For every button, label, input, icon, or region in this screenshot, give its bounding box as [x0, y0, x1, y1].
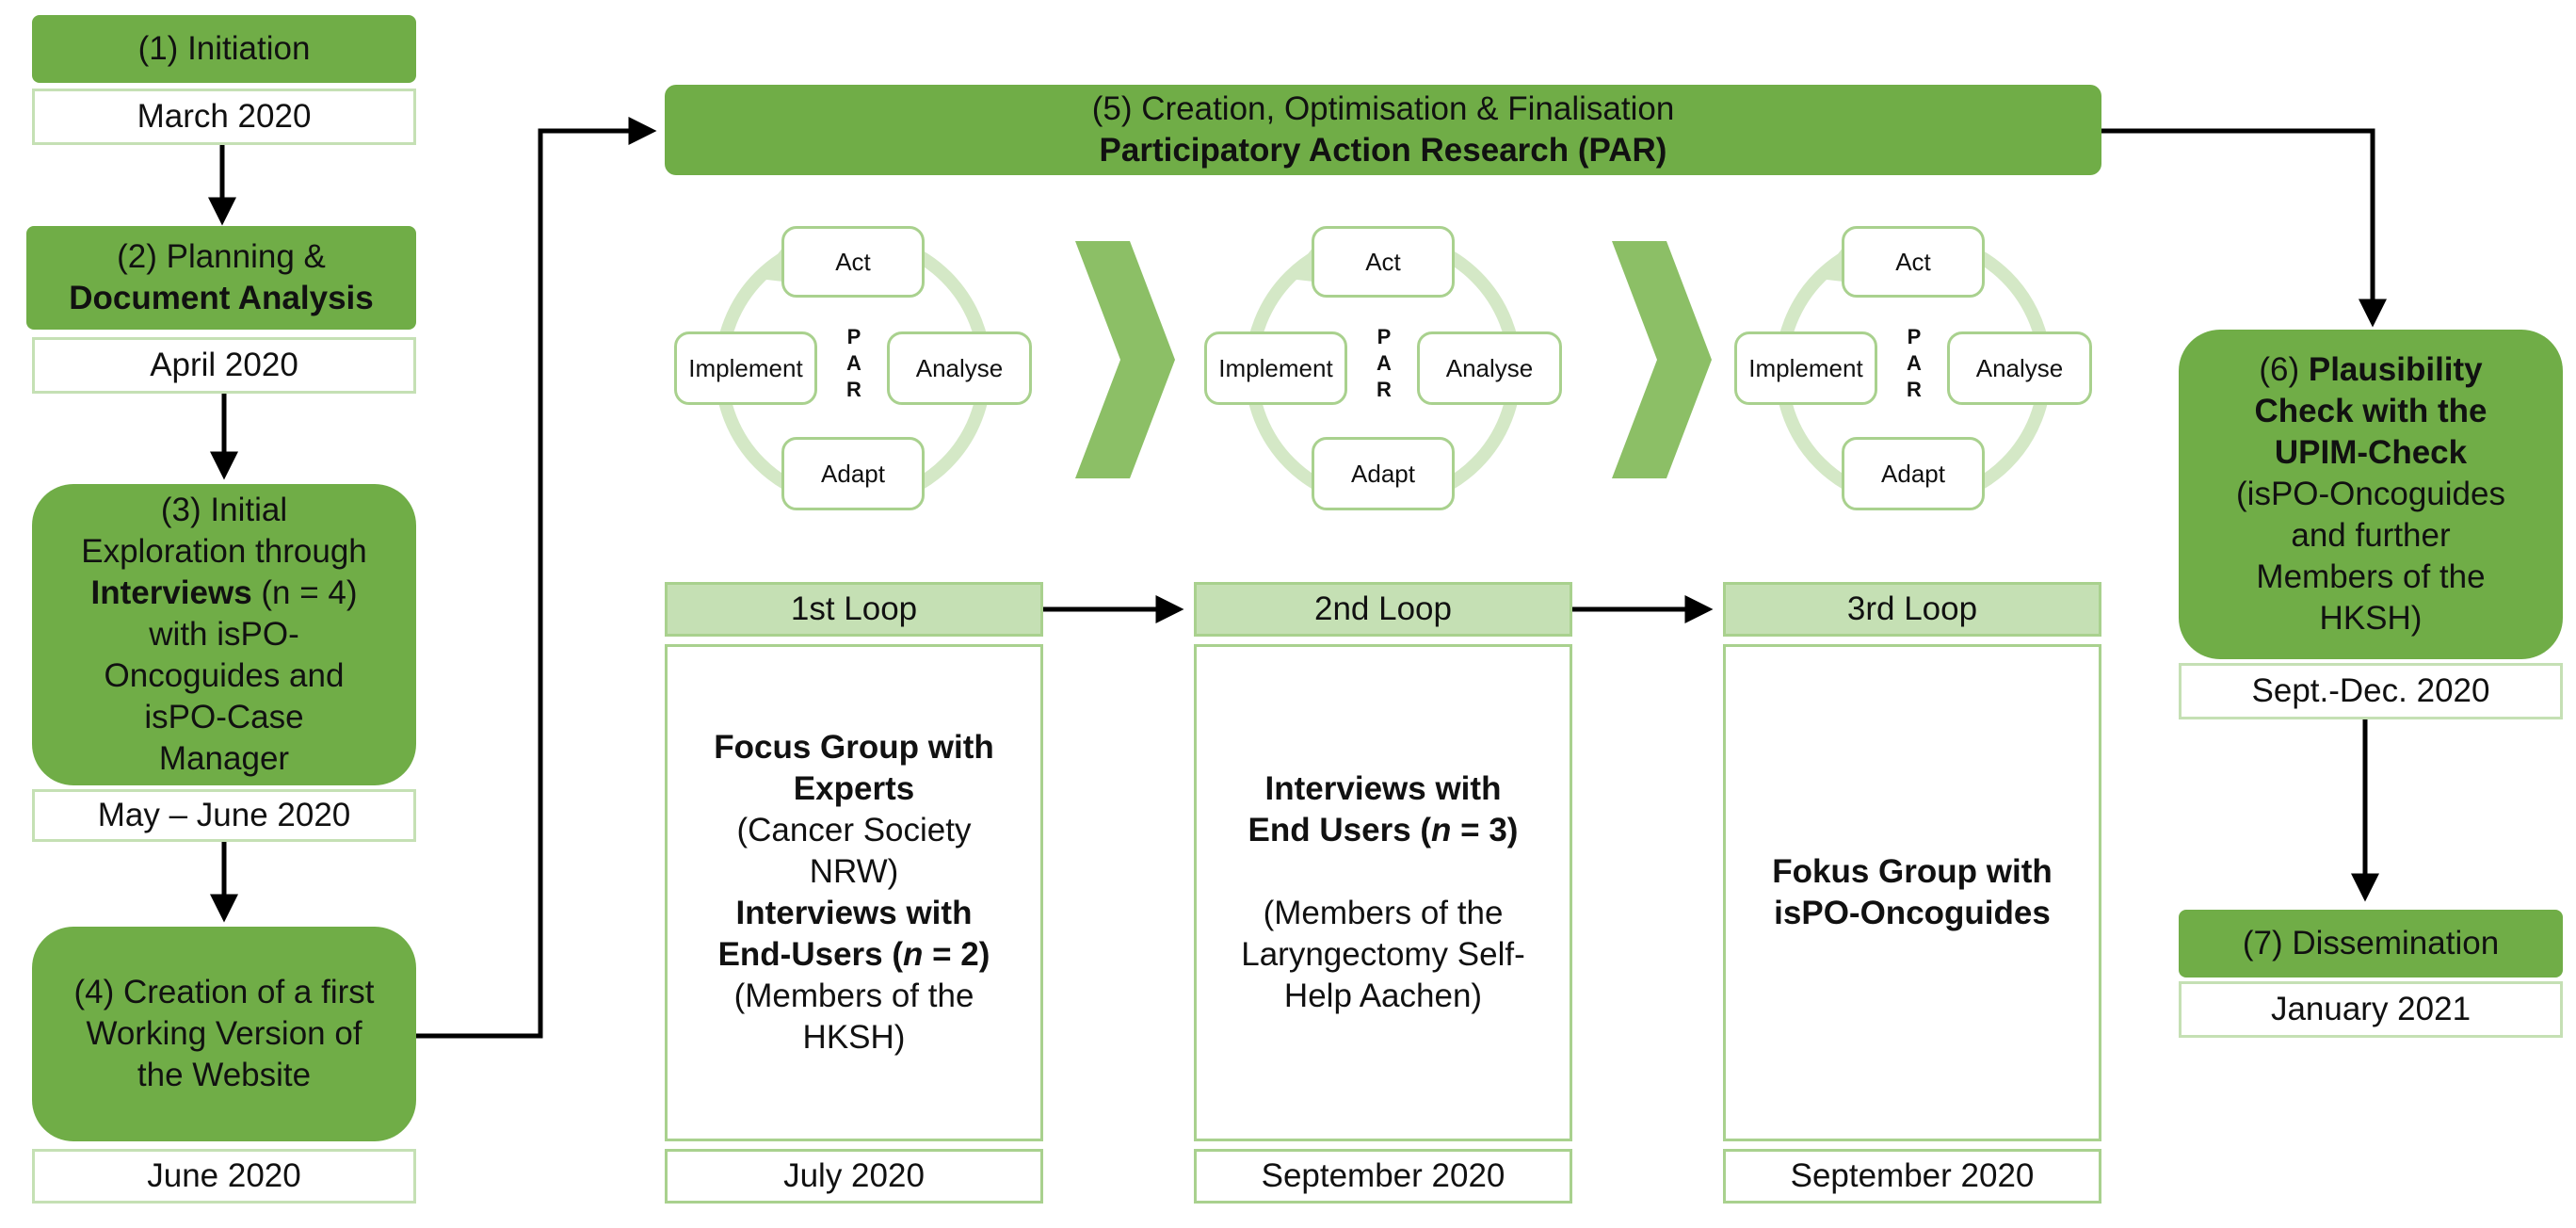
cycle1-par: P A R: [840, 324, 868, 403]
arrow-5-to-6: [2101, 128, 2387, 328]
loop2-body: Interviews with End Users (n = 3) (Membe…: [1194, 644, 1572, 1141]
loop1-body: Focus Group with Experts (Cancer Society…: [665, 644, 1043, 1141]
step3-box: (3) Initial Exploration through Intervie…: [32, 484, 416, 785]
step3-date: May – June 2020: [32, 789, 416, 842]
step1-box: (1) Initiation: [32, 15, 416, 83]
step4-date: June 2020: [32, 1149, 416, 1204]
cycle3-par: P A R: [1900, 324, 1928, 403]
loop2-line1: Interviews with: [1264, 770, 1502, 807]
cycle1-adapt: Adapt: [781, 437, 925, 510]
step6-line7: HKSH): [2319, 600, 2423, 637]
loop3-body: Fokus Group with isPO-Oncoguides: [1723, 644, 2101, 1141]
step3-count: (n = 4): [251, 574, 358, 611]
cycle3-p: P: [1907, 325, 1922, 348]
loop2-count: = 3): [1451, 812, 1519, 848]
step6-plausibility: Plausibility: [2308, 351, 2483, 388]
cycle1-implement: Implement: [674, 331, 817, 405]
loop1-line2: Experts: [793, 770, 915, 807]
cycle3-a: A: [1907, 351, 1922, 375]
step6-line5: and further: [2291, 517, 2451, 554]
step6-line1: (6) Plausibility: [2259, 349, 2482, 391]
step5-line1: (5) Creation, Optimisation & Finalisatio…: [1091, 90, 1675, 127]
cycle1-a: A: [846, 351, 861, 375]
loop2-line3: (Members of the: [1263, 895, 1504, 931]
step4-line1: (4) Creation of a first: [73, 974, 375, 1010]
loop2-line2: End Users (n = 3): [1248, 810, 1519, 851]
step3-line7: Manager: [158, 740, 290, 777]
loop2-date: September 2020: [1194, 1149, 1572, 1204]
cycle2-adapt: Adapt: [1312, 437, 1455, 510]
step7-date: January 2021: [2179, 981, 2563, 1038]
cycle3-adapt: Adapt: [1842, 437, 1985, 510]
step3-interviews: Interviews: [90, 574, 252, 611]
step6-line3: UPIM-Check: [2274, 434, 2468, 471]
step7-title: (7) Dissemination: [2242, 925, 2500, 961]
step6-date: Sept.-Dec. 2020: [2179, 663, 2563, 719]
step3-line4: with isPO-: [149, 616, 299, 653]
loop1-header: 1st Loop: [665, 582, 1043, 637]
cycle1-act: Act: [781, 226, 925, 298]
loop1-line7: (Members of the: [733, 978, 974, 1014]
loop1-n: n: [903, 936, 924, 973]
cycle2-par: P A R: [1370, 324, 1398, 403]
cycle3-r: R: [1907, 378, 1922, 401]
arrow-4-to-5: [416, 117, 657, 1039]
loop1-line1: Focus Group with: [714, 729, 994, 766]
cycle2-p: P: [1377, 325, 1392, 348]
step2-line2: Document Analysis: [69, 280, 374, 316]
step3-line1: (3) Initial: [160, 492, 288, 528]
step4-line3: the Website: [137, 1057, 312, 1093]
step6-box: (6) Plausibility Check with the UPIM-Che…: [2179, 330, 2563, 659]
cycle2-implement: Implement: [1204, 331, 1347, 405]
cycle3-analyse: Analyse: [1947, 331, 2092, 405]
loop1-line8: HKSH): [802, 1019, 906, 1056]
step7-box: (7) Dissemination: [2179, 910, 2563, 978]
cycle3-act: Act: [1842, 226, 1985, 298]
step1-date: March 2020: [32, 89, 416, 145]
step2-date: April 2020: [32, 337, 416, 394]
step5-banner: (5) Creation, Optimisation & Finalisatio…: [665, 85, 2101, 175]
step5-line2: Participatory Action Research (PAR): [1099, 132, 1667, 169]
step3-line3: Interviews (n = 4): [90, 573, 357, 614]
loop2-line4: Laryngectomy Self-: [1241, 936, 1525, 973]
step1-title: (1) Initiation: [137, 30, 311, 67]
cycle1-r: R: [846, 378, 861, 401]
loop1-count: = 2): [923, 936, 990, 973]
chevron-1: [1075, 241, 1175, 478]
step2-box: (2) Planning & Document Analysis: [26, 226, 416, 330]
loop2-line5: Help Aachen): [1283, 978, 1483, 1014]
loop2-header: 2nd Loop: [1194, 582, 1572, 637]
loop3-line1: Fokus Group with: [1772, 853, 2053, 890]
cycle3-implement: Implement: [1734, 331, 1877, 405]
loop2-n: n: [1431, 812, 1452, 848]
cycle2-r: R: [1377, 378, 1392, 401]
step2-line1: (2) Planning &: [117, 238, 326, 275]
cycle2-a: A: [1377, 351, 1392, 375]
step3-line6: isPO-Case: [144, 699, 304, 735]
step6-line4: (isPO-Oncoguides: [2236, 476, 2505, 512]
chevron-2: [1612, 241, 1712, 478]
cycle1-analyse: Analyse: [887, 331, 1032, 405]
step3-line2: Exploration through: [81, 533, 367, 570]
step6-line2: Check with the: [2254, 393, 2487, 429]
loop3-header: 3rd Loop: [1723, 582, 2101, 637]
step3-line5: Oncoguides and: [104, 657, 345, 694]
loop1-line3: (Cancer Society: [736, 812, 972, 848]
loop1-line4: NRW): [809, 853, 899, 890]
cycle2-act: Act: [1312, 226, 1455, 298]
step4-box: (4) Creation of a first Working Version …: [32, 927, 416, 1141]
step6-prefix: (6): [2259, 351, 2309, 388]
cycle2-analyse: Analyse: [1417, 331, 1562, 405]
step6-line6: Members of the: [2256, 558, 2486, 595]
loop3-line2: isPO-Oncoguides: [1774, 895, 2051, 931]
loop1-end-users: End-Users (: [717, 936, 904, 973]
loop1-date: July 2020: [665, 1149, 1043, 1204]
loop1-line6: End-Users (n = 2): [718, 934, 990, 976]
loop1-line5: Interviews with: [735, 895, 973, 931]
loop2-end-users: End Users (: [1248, 812, 1432, 848]
step4-line2: Working Version of: [86, 1015, 362, 1052]
cycle1-p: P: [846, 325, 861, 348]
loop3-date: September 2020: [1723, 1149, 2101, 1204]
